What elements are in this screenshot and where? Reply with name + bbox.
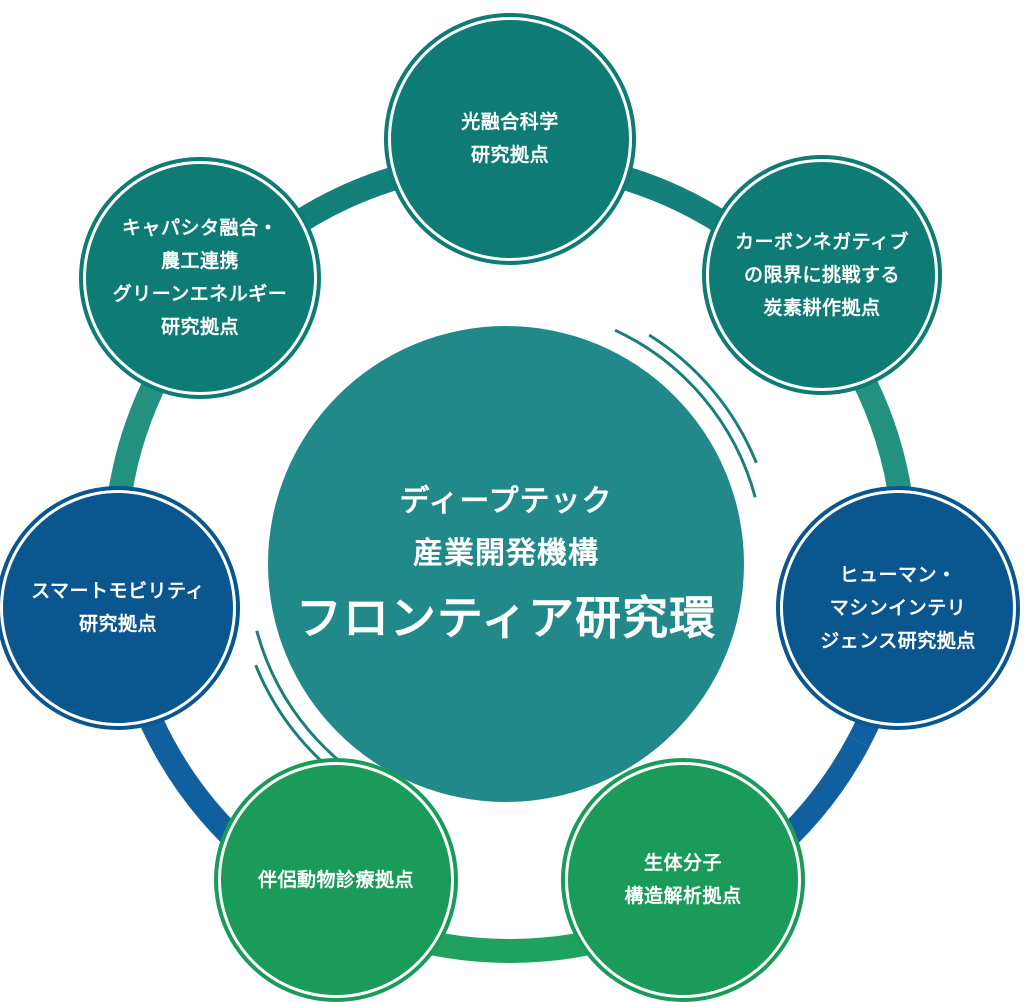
center-hub: ディープテック 産業開発機構 フロンティア研究環 [268, 326, 744, 802]
node-label-line: グリーンエネルギー [112, 283, 288, 305]
node-label-line: 研究拠点 [470, 144, 549, 166]
node-label-line: 炭素耕作拠点 [763, 296, 881, 319]
node-smart-mobility: スマートモビリティ 研究拠点 [0, 486, 240, 730]
node-label-line: スマートモビリティ [31, 580, 205, 602]
node-companion-animal: 伴侶動物診療拠点 [214, 758, 458, 1002]
node-label-line: 研究拠点 [160, 316, 239, 338]
node-label-line: 構造解析拠点 [624, 885, 742, 907]
node-biomolecule: 生体分子 構造解析拠点 [561, 758, 805, 1002]
node-label-line: 研究拠点 [78, 613, 157, 635]
node-label-line: 光融合科学 [461, 111, 559, 133]
node-label-line: 農工連携 [160, 250, 239, 272]
node-human-machine: ヒューマン・ マシンインテリ ジェンス研究拠点 [776, 486, 1020, 730]
node-label-line: キャパシタ融合・ [121, 217, 278, 239]
node-carbon-negative: カーボンネガティブ の限界に挑戦する 炭素耕作拠点 [702, 155, 942, 395]
node-label-line: カーボンネガティブ [735, 230, 909, 253]
center-line-1: ディープテック [399, 484, 613, 519]
node-light-fusion: 光融合科学 研究拠点 [384, 13, 636, 265]
node-label-line: マシンインテリ [829, 596, 967, 619]
node-label-line: ジェンス研究拠点 [820, 629, 976, 652]
center-title: フロンティア研究環 [295, 591, 717, 645]
node-capacitor: キャパシタ融合・ 農工連携 グリーンエネルギー 研究拠点 [79, 157, 321, 399]
decorative-arc [614, 328, 757, 498]
node-label-line: 生体分子 [643, 852, 722, 874]
center-line-2: 産業開発機構 [413, 536, 599, 571]
node-label-line: 伴侶動物診療拠点 [257, 868, 414, 891]
decorative-arc [648, 333, 758, 464]
node-label-line: ヒューマン・ [839, 563, 957, 586]
node-label-line: の限界に挑戦する [743, 263, 900, 286]
